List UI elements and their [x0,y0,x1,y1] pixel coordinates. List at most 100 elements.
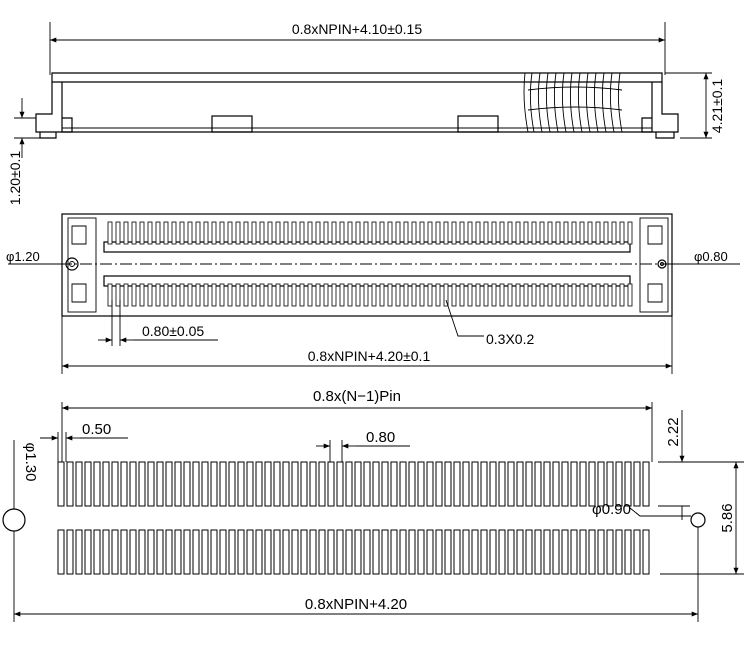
top-pin-upper [139,221,145,245]
top-pin-lower [507,283,513,307]
top-pin-upper [491,221,497,245]
top-pin-lower [347,283,353,307]
pad-upper [516,461,524,507]
pad-upper [201,461,209,507]
pad-upper [183,461,191,507]
pad-lower [273,529,281,575]
pad-array [57,461,650,575]
pad-lower [156,529,164,575]
pad-lower [237,529,245,575]
top-pin-lower [411,283,417,307]
pad-lower [480,529,488,575]
top-pin-upper [611,221,617,245]
top-pin-upper [299,221,305,245]
side-height-dim-label: 4.21±0.1 [709,79,725,134]
top-pin-upper [307,221,313,245]
pad-lower [57,529,65,575]
pad-lower [75,529,83,575]
top-pin-array [107,221,633,307]
top-pin-lower [579,283,585,307]
pad-lower [462,529,470,575]
top-pin-lower [307,283,313,307]
pad-upper [291,461,299,507]
top-overall-dim-label: 0.8xNPIN+4.20±0.1 [308,348,431,364]
pad-upper [111,461,119,507]
pad-lower [426,529,434,575]
pcb-footprint: 0.8x(N−1)Pin 0.50 0.80 2.22 5.86 φ1.30 [2,388,744,622]
top-pin-upper [179,221,185,245]
top-pin-upper [603,221,609,245]
top-pin-upper [347,221,353,245]
pad-upper [228,461,236,507]
top-pin-upper [379,221,385,245]
top-pin-upper [499,221,505,245]
top-pin-lower [275,283,281,307]
pin-span-dim-label: 0.8x(N−1)Pin [313,388,401,405]
top-pin-upper [411,221,417,245]
pad-upper [606,461,614,507]
side-standoff-dim-label: 1.20±0.1 [7,151,23,206]
top-pin-upper [195,221,201,245]
top-pin-upper [475,221,481,245]
pad-lower [624,529,632,575]
pad-lower [183,529,191,575]
footprint-hole-right-label: φ0.90 [592,501,631,518]
pad-width-label: 0.50 [82,421,111,438]
top-pin-upper [123,221,129,245]
pad-upper [210,461,218,507]
pad-lower [372,529,380,575]
pad-upper [489,461,497,507]
top-pin-upper [171,221,177,245]
pad-upper [57,461,65,507]
top-pin-lower [547,283,553,307]
top-pin-lower [227,283,233,307]
top-pin-lower [443,283,449,307]
pad-upper [174,461,182,507]
pad-upper [147,461,155,507]
pad-lower [543,529,551,575]
pad-upper [129,461,137,507]
pad-lower [174,529,182,575]
row-span-label: 5.86 [719,503,736,532]
top-pin-lower [339,283,345,307]
pad-lower [534,529,542,575]
pad-upper [327,461,335,507]
pad-upper [273,461,281,507]
top-pin-upper [243,221,249,245]
top-pin-upper [387,221,393,245]
top-pin-upper [331,221,337,245]
pad-upper [318,461,326,507]
top-pin-lower [451,283,457,307]
pad-lower [120,529,128,575]
pad-lower [327,529,335,575]
pad-lower [570,529,578,575]
contact-bundle [523,72,623,133]
footprint-hole-left-label: φ1.30 [22,443,39,482]
top-pin-lower [259,283,265,307]
top-pin-lower [195,283,201,307]
pad-lower [561,529,569,575]
pad-lower [633,529,641,575]
top-pin-lower [355,283,361,307]
top-pin-lower [571,283,577,307]
pad-upper [633,461,641,507]
top-hole-right-label: φ0.80 [694,249,728,264]
pad-lower [102,529,110,575]
top-pin-upper [627,221,633,245]
pad-lower [255,529,263,575]
top-pin-upper [483,221,489,245]
pad-upper [66,461,74,507]
pad-upper [543,461,551,507]
top-pin-upper [547,221,553,245]
pad-upper [120,461,128,507]
top-pin-upper [371,221,377,245]
pad-upper [138,461,146,507]
pad-lower [111,529,119,575]
pad-lower [192,529,200,575]
top-pin-lower [563,283,569,307]
housing-top-rail [51,72,663,83]
pad-upper [507,461,515,507]
top-pin-lower [387,283,393,307]
top-pin-upper [219,221,225,245]
top-pin-lower [395,283,401,307]
